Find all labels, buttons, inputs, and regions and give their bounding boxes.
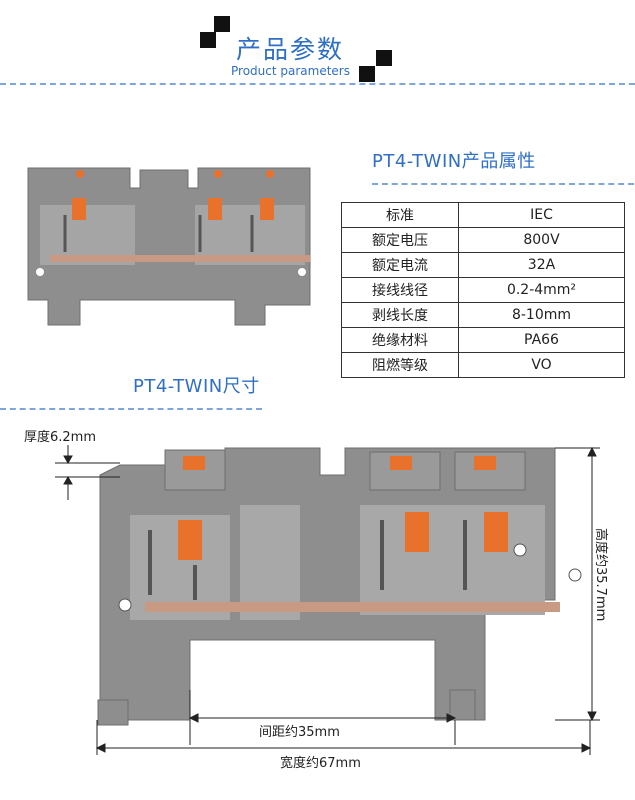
header-decor-square-1 [214, 16, 230, 32]
header-decor-square-4 [359, 66, 375, 82]
spec-label: 绝缘材料 [341, 327, 459, 353]
spec-label: 接线线径 [341, 277, 459, 303]
spec-label: 额定电流 [341, 252, 459, 278]
spec-value: 32A [458, 252, 625, 278]
spec-value: 8-10mm [458, 302, 625, 328]
spec-label: 额定电压 [341, 227, 459, 253]
height-label: 高度约35.7mm [593, 528, 608, 622]
spec-value: 800V [458, 227, 625, 253]
specs-title: PT4-TWIN产品属性 [372, 151, 536, 172]
header-decor-square-3 [376, 50, 392, 66]
spec-value: VO [458, 352, 625, 378]
header-decor-square-2 [200, 32, 216, 48]
product-image-small [27, 167, 311, 326]
spec-value: IEC [458, 202, 625, 228]
spec-value: 0.2-4mm² [458, 277, 625, 303]
dimensions-divider [0, 408, 262, 410]
specs-divider [372, 183, 634, 185]
header-subtitle: Product parameters [231, 64, 350, 78]
thickness-label: 厚度6.2mm [24, 426, 97, 445]
pitch-label: 间距约35mm [259, 721, 340, 740]
width-label: 宽度约67mm [280, 752, 361, 771]
dimensions-title: PT4-TWIN尺寸 [133, 376, 260, 397]
header-divider [0, 83, 635, 85]
spec-label: 阻燃等级 [341, 352, 459, 378]
spec-label: 标准 [341, 202, 459, 228]
product-dimension-drawing [55, 445, 600, 755]
header-title: 产品参数 [236, 35, 345, 64]
spec-value: PA66 [458, 327, 625, 353]
spec-label: 剥线长度 [341, 302, 459, 328]
